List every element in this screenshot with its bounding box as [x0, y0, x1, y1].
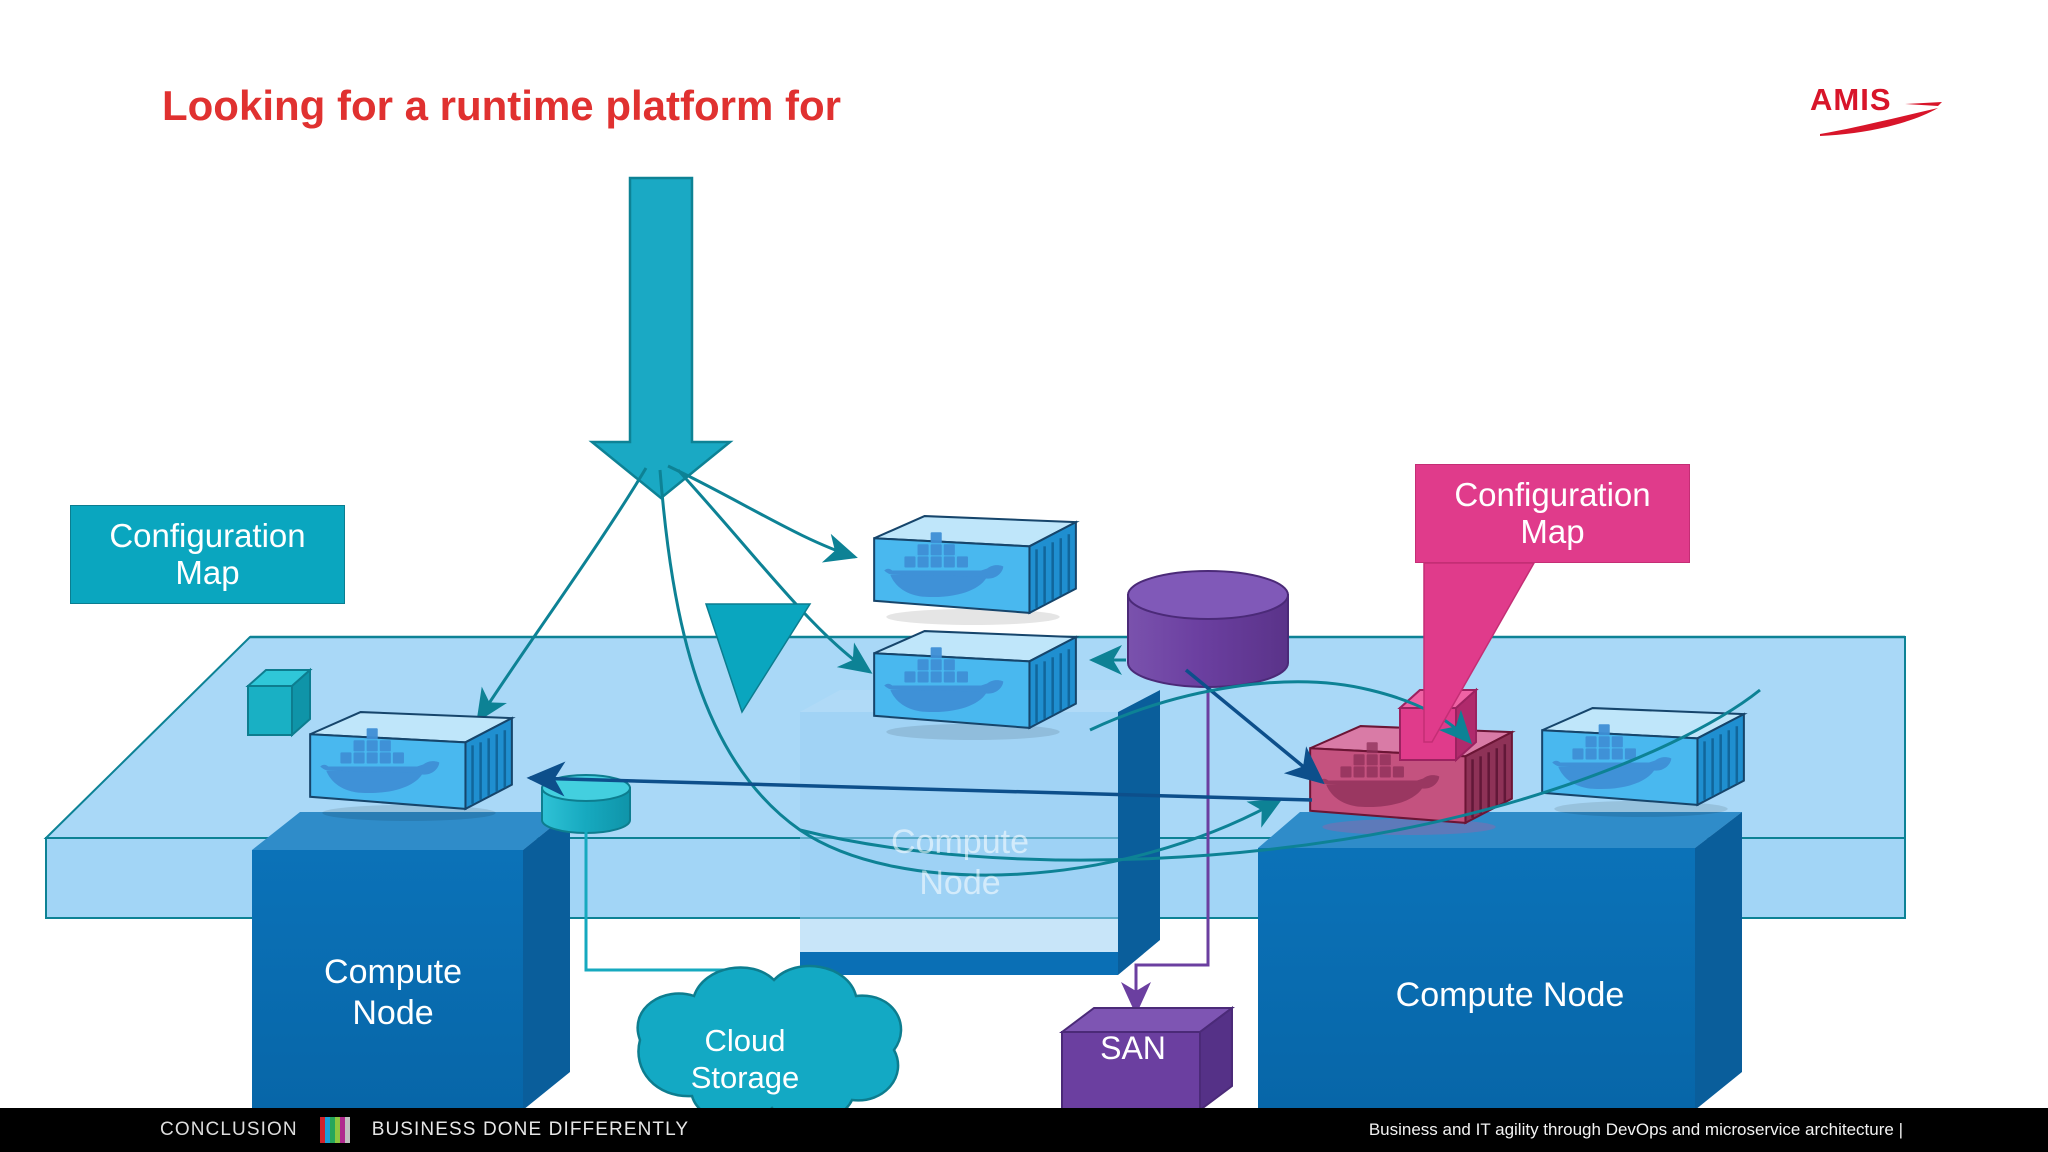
slide-footer: CONCLUSION BUSINESS DONE DIFFERENTLY Bus… — [0, 1108, 2048, 1152]
footer-left-group: CONCLUSION BUSINESS DONE DIFFERENTLY — [160, 1117, 689, 1143]
deck-flow-curve — [799, 688, 1761, 862]
container-mid-top[interactable] — [872, 514, 1078, 625]
callout-configuration-map-left[interactable]: Configuration Map — [70, 505, 345, 604]
arrow-db-to-pink-container — [1184, 668, 1325, 785]
amis-logo: AMIS — [1810, 82, 1970, 142]
callout-left-line1: Configuration — [109, 516, 306, 554]
big-down-arrow-icon — [588, 176, 734, 500]
logo-wordmark: AMIS — [1810, 82, 1892, 117]
compute-node-right[interactable] — [1258, 812, 1742, 1110]
footer-deck-title: Business and IT agility through DevOps a… — [1368, 1120, 1903, 1139]
san-box[interactable] — [1059, 1006, 1235, 1112]
callout-right-tail — [1423, 562, 1536, 743]
callout-right-line2: Map — [1520, 512, 1585, 550]
footer-tagline: BUSINESS DONE DIFFERENTLY — [371, 1119, 690, 1140]
callout-left-line2: Map — [175, 553, 240, 591]
connector-purple-cylinder-to-san — [1121, 687, 1210, 1015]
callout-right-line1: Configuration — [1454, 475, 1651, 513]
compute-node-left[interactable] — [252, 812, 570, 1110]
navy-traffic-arrows — [526, 668, 1325, 802]
arrow-to-mid-top-container — [667, 464, 858, 563]
footer-color-bars-icon — [319, 1117, 350, 1143]
logo-swoosh-icon — [1820, 102, 1942, 136]
purple-database-cylinder[interactable] — [1127, 570, 1289, 688]
callout-configuration-map-right[interactable]: Configuration Map — [1415, 464, 1690, 563]
arrow-right-to-left-container — [526, 761, 1313, 802]
cloud-storage[interactable] — [636, 964, 903, 1124]
arrow-to-left-container — [476, 467, 648, 723]
footer-section-label: CONCLUSION — [160, 1119, 298, 1140]
page-title: Looking for a runtime platform for — [162, 82, 841, 129]
arrow-to-mid-bottom-container — [676, 468, 873, 674]
callout-left-tail — [704, 603, 812, 714]
teal-config-cube[interactable] — [245, 667, 313, 738]
